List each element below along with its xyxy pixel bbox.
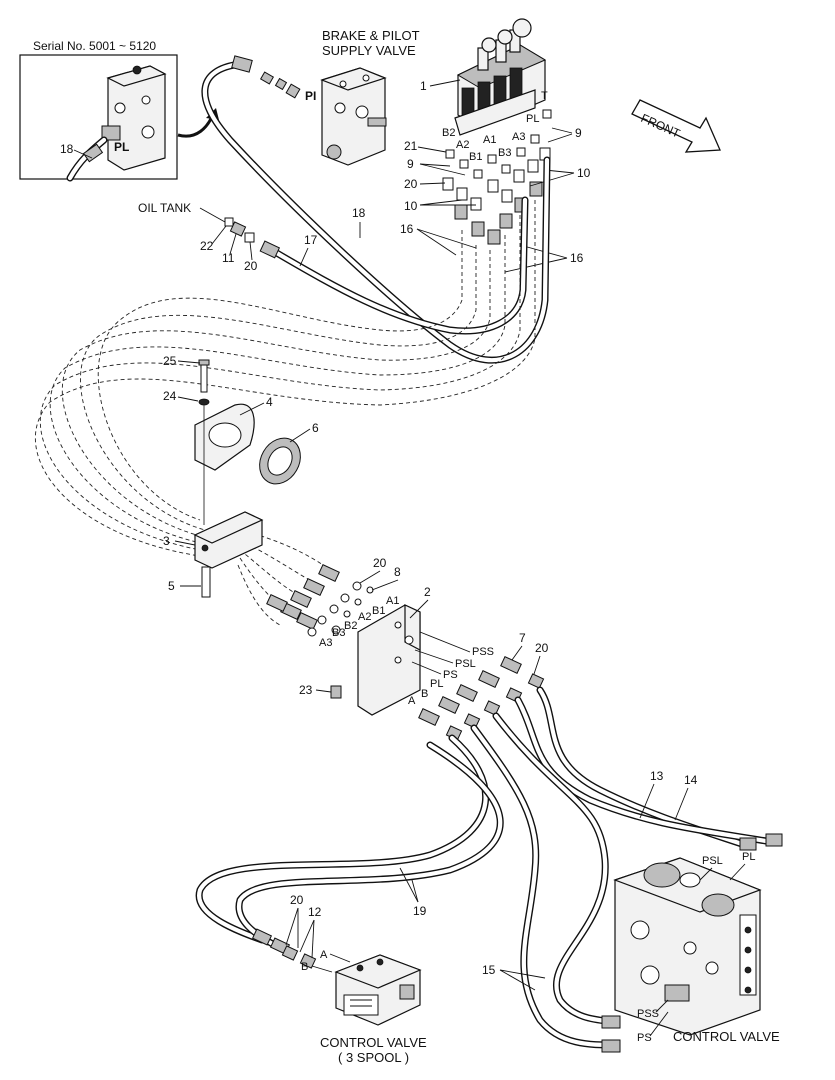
pilot-valve-callouts: 9 21 9 20 10 10 16 16 <box>400 126 591 273</box>
callout-14: 14 <box>684 773 698 787</box>
mcv-port-pl: PL <box>742 851 755 863</box>
oil-tank-label: OIL TANK <box>138 201 191 215</box>
callout-5: 5 <box>168 579 175 593</box>
callout-20-spool: 20 <box>290 893 304 907</box>
callout-24: 24 <box>163 389 177 403</box>
port-b2-label: B2 <box>442 127 455 139</box>
manifold-port-b3: B3 <box>332 627 345 639</box>
port-pl-label: PL <box>526 113 539 125</box>
brake-pilot-supply-valve: BRAKE & PILOT SUPPLY VALVE PI <box>259 28 420 166</box>
port-a3-label: A3 <box>512 131 525 143</box>
callout-7: 7 <box>519 631 526 645</box>
callout-1: 1 <box>420 79 427 93</box>
callout-15: 15 <box>482 963 496 977</box>
mcv-port-psl: PSL <box>702 855 723 867</box>
callout-12: 12 <box>308 905 322 919</box>
inset-port-pl: PL <box>114 140 129 154</box>
callout-25: 25 <box>163 354 177 368</box>
mcv-port-ps: PS <box>637 1032 652 1044</box>
hoses-15: 15 <box>470 712 621 1053</box>
inset-callout-18: 18 <box>60 142 74 156</box>
oil-tank-connection: OIL TANK 22 11 20 <box>138 201 258 273</box>
spool-port-a: A <box>320 949 328 961</box>
port-b3-label: B3 <box>498 147 511 159</box>
callout-8: 8 <box>394 565 401 579</box>
pilot-hose-bundle-16 <box>34 200 536 626</box>
manifold-port-pl: PL <box>430 678 443 690</box>
callout-20-tank: 20 <box>244 259 258 273</box>
manifold-port-ps: PS <box>443 669 458 681</box>
callout-20-top: 20 <box>404 177 418 191</box>
callout-6: 6 <box>312 421 319 435</box>
port-t-label: T <box>541 90 548 102</box>
port-b1-label: B1 <box>469 151 482 163</box>
spool-port-b: B <box>301 961 308 973</box>
callout-20-manifold: 20 <box>373 556 387 570</box>
clamp-block-3: 3 5 <box>163 511 264 598</box>
manifold-block-2: 2 20 8 A1 B1 A2 B2 B3 A3 PSS PSL PS <box>266 556 494 716</box>
callout-21: 21 <box>404 139 418 153</box>
front-direction-arrow: FRONT <box>631 99 721 153</box>
manifold-port-psl: PSL <box>455 658 476 670</box>
callout-10-right: 10 <box>577 166 591 180</box>
brake-valve-title-line2: SUPPLY VALVE <box>322 43 416 58</box>
callout-18: 18 <box>352 206 366 220</box>
hoses-19: 19 <box>195 734 504 952</box>
manifold-port-b: B <box>421 688 428 700</box>
inset-serial-label: Serial No. 5001 ~ 5120 <box>33 39 156 53</box>
callout-23: 23 <box>299 683 313 697</box>
main-control-valve: PSL PL PSS PS CONTROL VALVE <box>613 851 780 1044</box>
port-a2-label: A2 <box>456 139 469 151</box>
manifold-port-a: A <box>408 695 416 707</box>
brake-valve-title-line1: BRAKE & PILOT <box>322 28 420 43</box>
callout-16-left: 16 <box>400 222 414 236</box>
callout-16-right: 16 <box>570 251 584 265</box>
main-control-valve-title: CONTROL VALVE <box>673 1029 780 1044</box>
callout-3: 3 <box>163 534 170 548</box>
callout-9-left: 9 <box>407 157 414 171</box>
hoses-13-14: 13 14 <box>514 686 783 851</box>
callout-2: 2 <box>424 585 431 599</box>
manifold-port-pss: PSS <box>472 646 494 658</box>
manifold-port-b1: B1 <box>372 605 385 617</box>
callout-4: 4 <box>266 395 273 409</box>
mcv-port-pss: PSS <box>637 1008 659 1020</box>
callout-17: 17 <box>304 233 318 247</box>
callout-9-right: 9 <box>575 126 582 140</box>
port-pi-label: PI <box>305 89 316 103</box>
three-spool-title-line1: CONTROL VALVE <box>320 1035 427 1050</box>
manifold-port-b2: B2 <box>344 620 357 632</box>
callout-19: 19 <box>413 904 427 918</box>
three-spool-control-valve: CONTROL VALVE ( 3 SPOOL ) <box>320 954 427 1065</box>
callout-22: 22 <box>200 239 214 253</box>
pilot-control-valve-assembly: 1 <box>420 18 547 136</box>
callout-11: 11 <box>222 251 235 265</box>
manifold-port-a1: A1 <box>386 595 399 607</box>
manifold-port-a2: A2 <box>358 611 371 623</box>
callout-13: 13 <box>650 769 664 783</box>
hose-17-oil-tank: 17 <box>259 196 529 335</box>
three-spool-fittings: 20 12 A B <box>251 893 351 973</box>
callout-20-right: 20 <box>535 641 549 655</box>
manifold-port-a3: A3 <box>319 637 332 649</box>
port-a1-label: A1 <box>483 134 496 146</box>
callout-10-left: 10 <box>404 199 418 213</box>
hose-18-supply: 18 <box>201 55 551 364</box>
bracket-hardware: 25 24 4 6 <box>163 354 319 525</box>
three-spool-title-line2: ( 3 SPOOL ) <box>338 1050 409 1065</box>
inset-serial-detail: Serial No. 5001 ~ 5120 PL 18 <box>19 39 219 182</box>
